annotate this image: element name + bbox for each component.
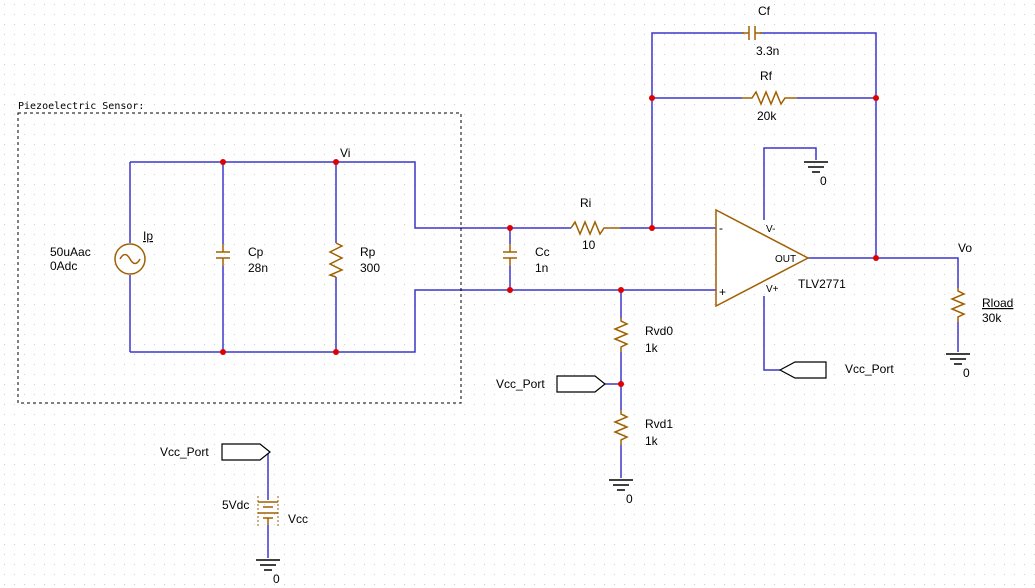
vcc-port-supply-label: Vcc_Port: [160, 445, 209, 459]
rvd0-name: Rvd0: [645, 324, 673, 338]
opamp-plus-pin: +: [719, 285, 726, 299]
sensor-boundary-box: [17, 112, 462, 404]
junction-dot: [649, 95, 655, 101]
resistor-rvd1: [613, 410, 629, 445]
vcc-port-opamp: [778, 361, 827, 379]
junction-dot: [507, 225, 513, 231]
opamp-minus-pin: -: [719, 221, 723, 235]
resistor-rp: [327, 242, 344, 278]
capacitor-cc: [503, 244, 517, 266]
junction-dot: [333, 159, 339, 165]
rvd1-value: 1k: [645, 434, 659, 448]
cc-value: 1n: [535, 261, 548, 275]
rf-value: 20k: [757, 109, 777, 123]
rvd0-value: 1k: [645, 341, 659, 355]
opamp-vminus-pin: V-: [766, 224, 775, 235]
opamp-vplus-pin: V+: [766, 284, 779, 295]
rf-name: Rf: [760, 69, 773, 83]
ground-label-supply: 0: [273, 572, 280, 586]
junction-dots: [220, 95, 879, 387]
ip-ac-value: 50uAac: [50, 245, 91, 259]
rvd1-name: Rvd1: [645, 417, 673, 431]
resistor-rvd0: [613, 318, 629, 352]
ri-name: Ri: [580, 196, 591, 210]
sensor-title: Piezoelectric Sensor:: [18, 101, 144, 112]
ip-name: Ip: [143, 229, 153, 243]
rp-name: Rp: [360, 245, 376, 259]
opamp-part-label: TLV2771: [798, 277, 846, 291]
junction-dot: [649, 225, 655, 231]
resistor-ri: [570, 220, 620, 236]
resistor-rf: [742, 90, 797, 106]
vdc-name: Vcc: [288, 512, 308, 526]
vdc-value: 5Vdc: [222, 498, 249, 512]
vo-net-label: Vo: [958, 241, 972, 255]
junction-dot: [618, 287, 624, 293]
junction-dot: [333, 349, 339, 355]
rload-value: 30k: [982, 311, 1002, 325]
vcc-port-opamp-label: Vcc_Port: [845, 362, 894, 376]
dc-source-vcc: [258, 501, 278, 525]
ground-symbol-opamp: [804, 161, 828, 173]
ip-dc-value: 0Adc: [50, 259, 77, 273]
junction-dot: [618, 381, 624, 387]
cc-name: Cc: [535, 245, 550, 259]
rp-value: 300: [360, 261, 380, 275]
cp-name: Cp: [248, 245, 264, 259]
vcc-port-divider-label: Vcc_Port: [496, 377, 545, 391]
opamp-tlv2771: [715, 208, 810, 308]
ri-value: 10: [582, 238, 596, 252]
current-source-ip: [114, 243, 146, 275]
vcc-port-supply: [221, 443, 271, 461]
junction-dot: [507, 287, 513, 293]
rload-name: Rload: [982, 296, 1013, 310]
junction-dot: [873, 255, 879, 261]
ground-symbol-rload: [946, 353, 970, 365]
capacitor-cp: [216, 244, 230, 266]
resistor-rload: [950, 288, 966, 322]
vcc-port-divider: [556, 375, 606, 393]
ground-symbol-supply: [256, 559, 280, 571]
ground-label-rload: 0: [963, 366, 970, 380]
vi-net-label: Vi: [340, 146, 350, 160]
junction-dot: [873, 95, 879, 101]
ground-symbol-divider: [609, 479, 633, 491]
cp-value: 28n: [248, 261, 268, 275]
capacitor-cf: [742, 26, 762, 40]
ground-label-divider: 0: [626, 492, 633, 506]
wires: [129, 32, 959, 558]
cf-name: Cf: [758, 4, 771, 18]
cf-value: 3.3n: [756, 44, 779, 58]
opamp-out-pin: OUT: [775, 254, 796, 265]
junction-dot: [220, 159, 226, 165]
ground-label-opamp: 0: [820, 174, 827, 188]
junction-dot: [220, 349, 226, 355]
